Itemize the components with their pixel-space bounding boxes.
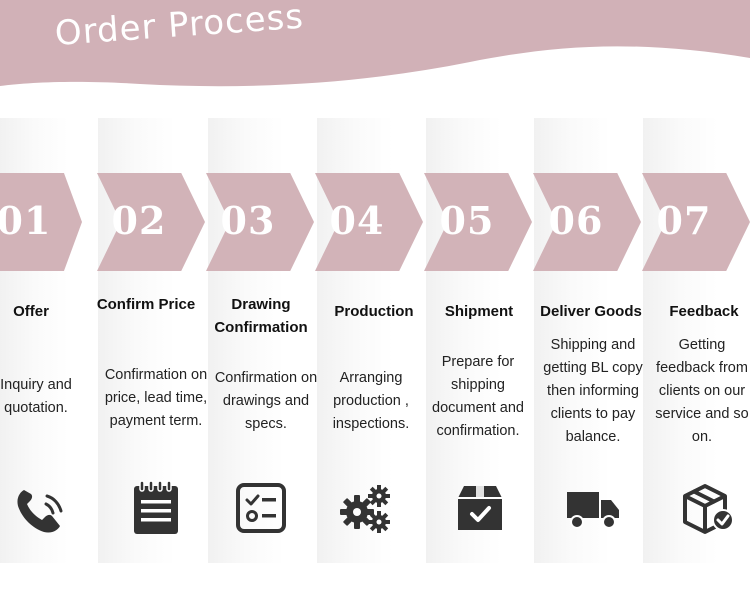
step-arrow-1 [0,173,82,271]
banner-shape [0,0,750,87]
step-description: Confirmation on price, lead time, paymen… [104,367,208,429]
step-title: Offer [13,303,49,320]
step-description: Prepare for shipping document and confir… [432,354,524,439]
step-description: Shipping and getting BL copy then inform… [543,337,643,445]
step-number: 02 [111,198,167,243]
box-check-icon [677,478,737,538]
step-title: Shipment [444,303,514,320]
delivery-truck-icon [563,478,623,538]
step-number: 03 [220,198,276,243]
gears-icon [335,478,395,538]
step-description: Confirmation on drawings and specs. [214,370,318,432]
step-number: 06 [548,198,604,243]
step-description: Arranging production , inspections. [332,370,410,432]
step-title: Drawing Confirmation [214,296,308,336]
step-description: Getting feedback from clients on our ser… [655,337,749,445]
step-number: 04 [329,198,385,243]
step-title: Feedback [669,303,739,320]
step-number: 07 [656,198,712,243]
step-number: 05 [439,198,495,243]
phone-icon [10,478,70,538]
step-title: Production [334,303,414,320]
step-number: 01 [0,198,52,243]
notepad-icon [126,478,186,538]
step-title: Confirm Price [96,296,196,313]
package-check-icon [450,478,510,538]
step-title: Deliver Goods [540,303,642,320]
step-description: Inquiry and quotation. [0,377,72,416]
checklist-icon [231,478,291,538]
